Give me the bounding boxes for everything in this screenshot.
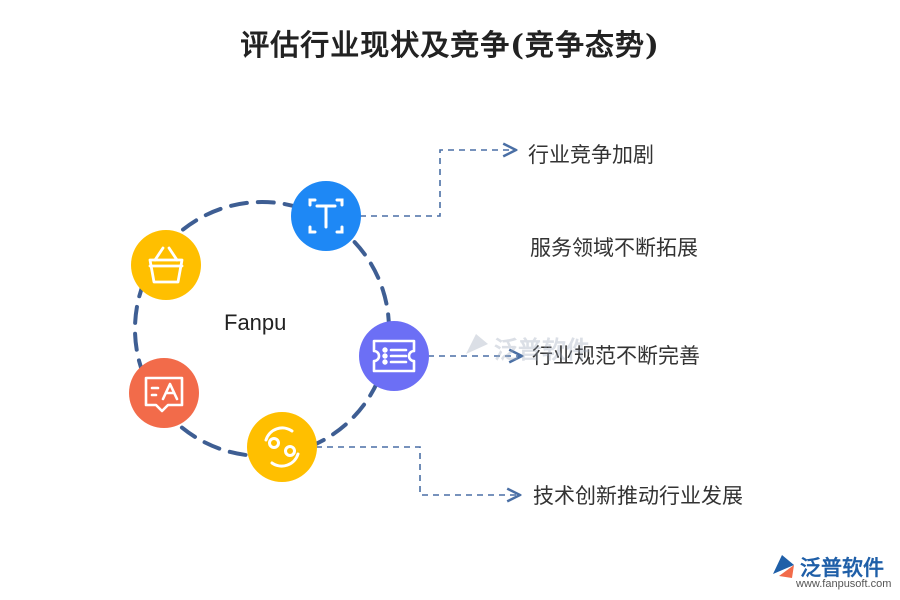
item-label-3: 行业规范不断完善 [532, 344, 700, 368]
text-box-icon [308, 198, 344, 234]
watermark: 泛普软件 [462, 330, 590, 364]
ticket-list-icon [372, 339, 416, 373]
center-label: Fanpu [224, 310, 287, 335]
item-label-2: 服务领域不断拓展 [530, 236, 698, 260]
brand-logo-icon [773, 555, 794, 578]
node-yellow-top[interactable] [131, 230, 201, 300]
shopping-basket-icon [148, 246, 184, 284]
refresh-circle-icon [264, 426, 300, 468]
brand-logo: 泛普软件 www.fanpusoft.com [770, 550, 895, 598]
brand-logo-url[interactable]: www.fanpusoft.com [796, 578, 892, 590]
page-title: 评估行业现状及竞争(竞争态势) [240, 28, 660, 62]
connector-1 [360, 150, 516, 217]
node-purple[interactable] [359, 321, 429, 391]
item-label-1: 行业竞争加剧 [528, 143, 654, 167]
item-label-4: 技术创新推动行业发展 [533, 484, 743, 508]
watermark-text: 泛普软件 [494, 336, 590, 364]
connector-4 [316, 446, 520, 495]
message-text-icon [144, 376, 184, 413]
watermark-logo-icon [466, 334, 488, 354]
node-blue[interactable] [291, 181, 361, 251]
brand-logo-text: 泛普软件 [800, 556, 884, 580]
node-yellow-bottom[interactable] [247, 412, 317, 482]
node-orange[interactable] [129, 358, 199, 428]
